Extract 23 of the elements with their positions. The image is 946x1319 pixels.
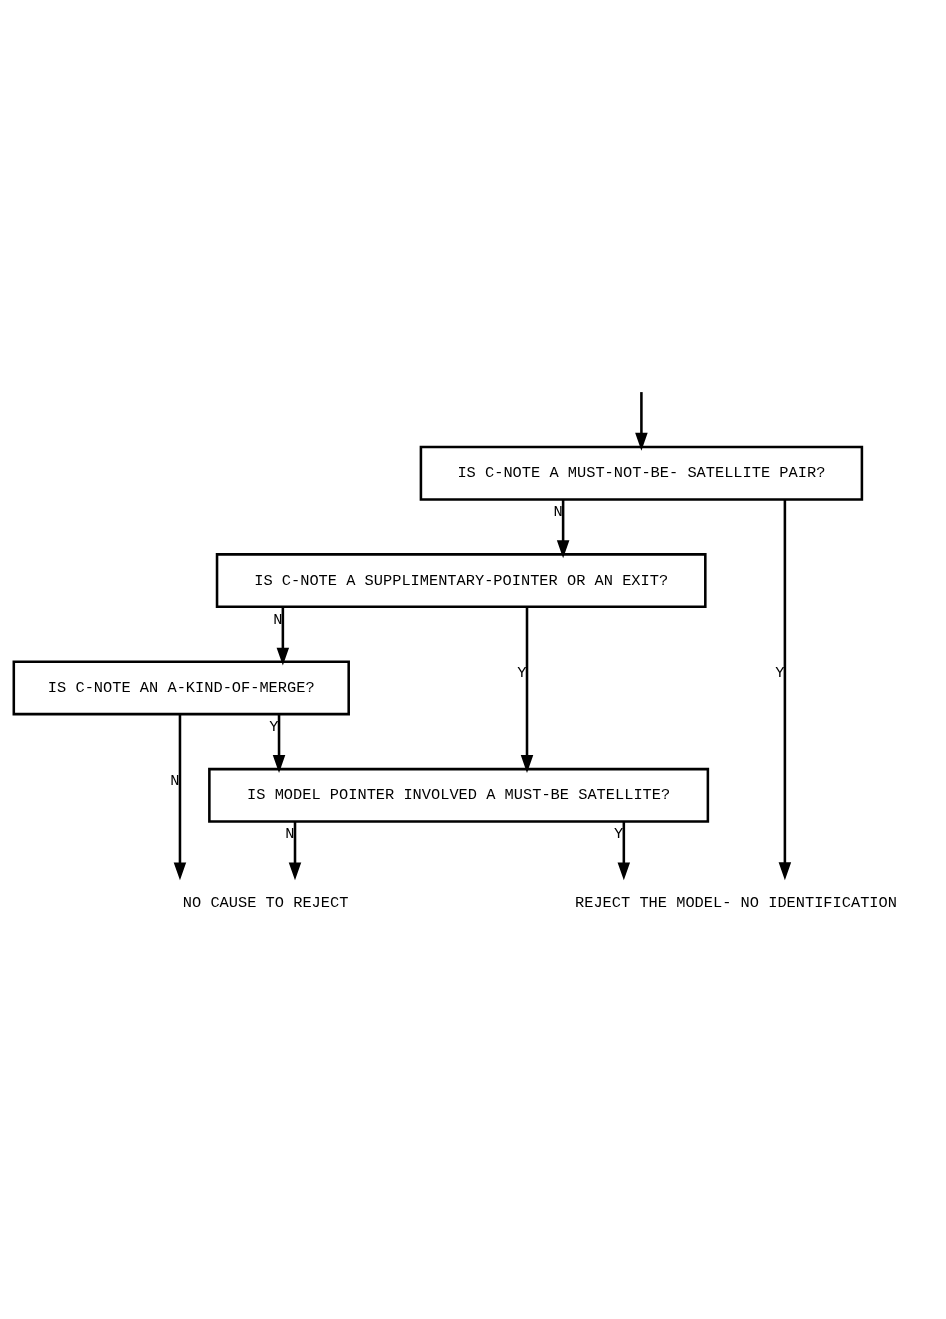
- node-box: IS C-NOTE AN A-KIND-OF-MERGE?: [12, 659, 350, 715]
- arrow: [276, 606, 290, 666]
- node-text: REJECT THE MODEL- NO IDENTIFICATION: [575, 893, 897, 912]
- arrow: [173, 713, 187, 880]
- arrow: [288, 821, 302, 880]
- edge-label: Y: [775, 663, 785, 682]
- arrow: [617, 821, 631, 880]
- edge-label: N: [285, 824, 295, 843]
- arrow: [635, 391, 648, 451]
- node-text: NO CAUSE TO REJECT: [182, 893, 349, 912]
- arrow: [778, 498, 792, 880]
- edge-label: N: [273, 610, 283, 629]
- node-box: IS C-NOTE A MUST-NOT-BE- SATELLITE PAIR?: [419, 445, 864, 501]
- node-box: IS MODEL POINTER INVOLVED A MUST-BE SATELLITE?: [208, 767, 710, 823]
- arrow: [272, 714, 286, 773]
- edge-label: N: [170, 771, 180, 790]
- arrow: [520, 606, 534, 773]
- edge-label: Y: [517, 663, 527, 682]
- edge-label: Y: [269, 717, 279, 736]
- edge-label: N: [553, 502, 563, 521]
- edge-label: Y: [614, 824, 624, 843]
- node-box: IS C-NOTE A SUPPLIMENTARY-POINTER OR AN EXIT?: [215, 552, 707, 608]
- arrow: [556, 499, 570, 558]
